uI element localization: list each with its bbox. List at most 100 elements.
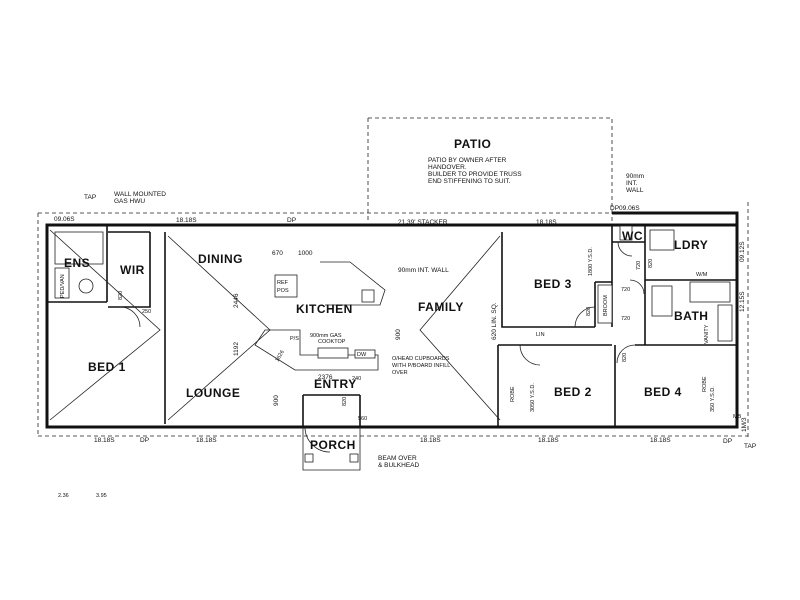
doors (119, 241, 645, 453)
dim-820b: 820 (586, 307, 592, 316)
dim-bottom-dp-right: DP (723, 438, 732, 445)
shower-icon (54, 231, 104, 265)
patio-note-3: BUILDER TO PROVIDE TRUSS (428, 171, 522, 178)
internal-walls (47, 225, 737, 427)
room-label-porch: PORCH (310, 438, 356, 452)
room-label-dining: DINING (198, 252, 243, 266)
roof-lines (49, 229, 501, 421)
external-walls (45, 211, 739, 429)
dim-820d: 820 (342, 397, 348, 406)
room-label-lounge: LOUNGE (186, 386, 240, 400)
meter-box-label: MB (733, 414, 742, 420)
dim-2376: 2376 (318, 374, 333, 381)
dim-bottom-5: 18.18S (650, 437, 671, 444)
dim-720c: 720 (636, 261, 642, 270)
cupboard-note-1: O/HEAD CUPBOARDS (392, 356, 450, 362)
dim-240: 240 (352, 376, 361, 382)
cooktop-icon (317, 347, 349, 359)
bath-vanity-icon (651, 285, 673, 317)
room-label-bed3: BED 3 (534, 277, 572, 291)
int-wall-note-3: WALL (626, 187, 644, 194)
robe-label-bed2: ROBE (510, 386, 516, 402)
dimensions: 09.06S 18.18S 18.18S DP09.06S 09.12S 12.… (54, 205, 748, 499)
dim-720b: 720 (621, 316, 630, 322)
dim-top-1: 18.18S (176, 217, 197, 224)
linen-label: LIN (536, 332, 545, 338)
hwu-note-1: WALL MOUNTED (114, 191, 166, 198)
robe-ysd-bed3: 1800 Y.S.D. (588, 247, 594, 276)
dim-top-right: DP09.06S (610, 205, 640, 212)
broom-label: BROOM (603, 295, 609, 316)
int-wall-note-2: INT. (626, 180, 638, 187)
tap-note-left: TAP (84, 194, 96, 201)
dishwasher-label: DW (357, 352, 367, 358)
dim-2446: 2446 (233, 293, 240, 308)
robe-ysd-bed2: 3050 Y.S.D. (530, 383, 536, 412)
dim-top-left: 09.06S (54, 216, 75, 223)
dim-faint-1: 2.36 (58, 493, 69, 499)
room-label-bath: BATH (674, 309, 708, 323)
pos-label: POS (277, 288, 289, 294)
dim-820e: 820 (648, 259, 654, 268)
pantry-label: P/S (290, 336, 299, 342)
toilet-icon (78, 278, 94, 294)
dim-right-2: 12.15S (739, 291, 746, 312)
dim-top-2: 18.18S (536, 219, 557, 226)
dim-560: 560 (358, 416, 367, 422)
cupboard-note-3: OVER (392, 370, 408, 376)
patio-note-1: PATIO BY OWNER AFTER (428, 157, 507, 164)
stacker-note: 21.39' STACKER (398, 219, 448, 226)
robe-ysd-bed4: 350 Y.S.D. (710, 386, 716, 412)
broom-cupboard (597, 284, 613, 324)
family-wall-note: 90mm INT. WALL (398, 267, 449, 274)
dim-670: 670 (272, 250, 283, 257)
dishwasher-icon (354, 349, 376, 359)
kitchen-bench (254, 261, 386, 371)
setback-lines (37, 202, 749, 440)
beam-note-1: BEAM OVER (378, 455, 417, 462)
dim-900: 900 (395, 329, 402, 340)
shower-icon (717, 304, 733, 342)
patio-area (367, 117, 613, 222)
bath-tub-icon (689, 281, 731, 303)
dim-820a: 820 (118, 291, 124, 300)
dim-bottom-3: 18.18S (420, 437, 441, 444)
patio-note-4: END STIFFENING TO SUIT. (428, 178, 511, 185)
robe-label-bed4: ROBE (702, 376, 708, 392)
annotations: PATIO BY OWNER AFTER HANDOVER. BUILDER T… (60, 157, 756, 469)
dim-faint-2: 3.95 (96, 493, 107, 499)
int-wall-note-1: 90mm (626, 173, 644, 180)
room-label-bed1: BED 1 (88, 360, 126, 374)
room-label-ldry: LDRY (674, 238, 708, 252)
cupboard-note-2: WITH P/BOARD INFILL (392, 363, 450, 369)
room-label-kitchen: KITCHEN (296, 302, 353, 316)
bath-vanity-label: VANITY (704, 324, 710, 344)
ens-vanity-label: PED/VAN (60, 274, 66, 298)
dim-1192: 1192 (233, 342, 240, 356)
dim-bottom-4: 18.18S (538, 437, 559, 444)
fridge-icon (274, 274, 298, 298)
laundry-tub-icon (649, 229, 675, 251)
dim-1000: 1000 (298, 250, 313, 257)
washing-machine-label: W/M (696, 272, 708, 278)
room-label-family: FAMILY (418, 300, 464, 314)
dim-right-1: 09.12S (739, 241, 746, 262)
room-label-bed2: BED 2 (554, 385, 592, 399)
dim-720a: 720 (621, 287, 630, 293)
room-label-bed4: BED 4 (644, 385, 682, 399)
hwu-note-2: GAS HWU (114, 198, 145, 205)
ens-vanity-icon (54, 267, 70, 299)
patio-note-2: HANDOVER. (428, 164, 467, 171)
room-labels: PATIO ENS WIR DINING KITCHEN FAMILY BED … (64, 137, 708, 452)
dim-900b: 900 (273, 395, 280, 406)
cooktop-note-1: 900mm GAS (310, 333, 342, 339)
dim-250: 250 (142, 309, 151, 315)
room-label-entry: ENTRY (314, 377, 357, 391)
fridge-label: REF (277, 280, 289, 286)
cooktop-note-2: COOKTOP (318, 339, 346, 345)
dim-620: 620 LIN. SQ. (491, 302, 498, 340)
dp-label-top: DP (287, 217, 296, 224)
wc-toilet-icon (619, 225, 633, 241)
room-label-patio: PATIO (454, 137, 491, 151)
porch (302, 427, 361, 471)
